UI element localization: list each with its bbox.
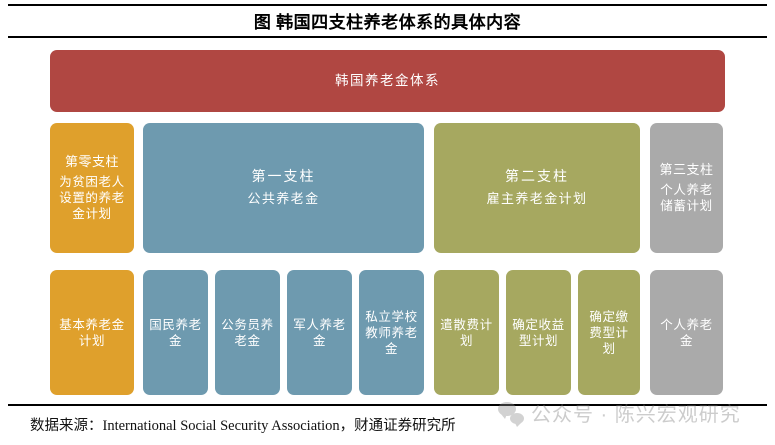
leaf-label: 公务员养老金: [221, 317, 274, 348]
footer-rule: [8, 404, 767, 406]
diagram-leaf-private-school-teacher-pension: 私立学校教师养老金: [359, 270, 424, 395]
leaf-label: 私立学校教师养老金: [365, 309, 418, 356]
diagram-leaf-military-pension: 军人养老金: [287, 270, 352, 395]
root-label: 韩国养老金体系: [335, 73, 440, 89]
diagram-node-pillar-zero: 第零支柱 为贫困老人设置的养老金计划: [50, 123, 134, 253]
diagram-leaf-national-pension: 国民养老金: [143, 270, 208, 395]
leaf-label: 遣散费计划: [440, 317, 493, 348]
leaf-label: 确定缴费型计划: [589, 309, 629, 356]
diagram-leaf-severance-pay-plan: 遣散费计划: [434, 270, 499, 395]
leaf-label: 个人养老金: [660, 317, 713, 348]
diagram-leaf-defined-contribution-plan: 确定缴费型计划: [578, 270, 640, 395]
pension-system-diagram: 韩国养老金体系 第零支柱 为贫困老人设置的养老金计划 第一支柱 公共养老金 第二…: [0, 40, 775, 402]
source-note: 数据来源：International Social Security Assoc…: [30, 418, 456, 434]
page-title: 图 韩国四支柱养老体系的具体内容: [253, 13, 522, 32]
leaf-label: 国民养老金: [149, 317, 202, 348]
pillar-one-title: 第一支柱: [251, 169, 316, 185]
pillar-two-subtitle: 雇主养老金计划: [486, 190, 588, 206]
footer: 数据来源：International Social Security Assoc…: [8, 404, 767, 444]
leaf-label: 确定收益型计划: [512, 317, 565, 348]
diagram-node-root: 韩国养老金体系: [50, 50, 725, 112]
diagram-node-pillar-two: 第二支柱 雇主养老金计划: [434, 123, 640, 253]
title-rule-bottom: [8, 36, 767, 38]
diagram-leaf-civil-servant-pension: 公务员养老金: [215, 270, 280, 395]
pillar-zero-title: 第零支柱: [64, 153, 119, 169]
diagram-leaf-basic-pension-plan: 基本养老金计划: [50, 270, 134, 395]
pillar-zero-subtitle: 为贫困老人设置的养老金计划: [59, 175, 125, 222]
diagram-leaf-personal-pension: 个人养老金: [650, 270, 723, 395]
pillar-one-subtitle: 公共养老金: [247, 190, 320, 206]
title-block: 图 韩国四支柱养老体系的具体内容: [8, 4, 767, 38]
diagram-node-pillar-one: 第一支柱 公共养老金: [143, 123, 424, 253]
title-rule-top: [8, 4, 767, 6]
diagram-node-pillar-three: 第三支柱 个人养老储蓄计划: [650, 123, 723, 253]
pillar-three-title: 第三支柱: [659, 161, 714, 177]
leaf-label: 基本养老金计划: [59, 317, 125, 348]
pillar-two-title: 第二支柱: [505, 169, 569, 185]
pillar-three-subtitle: 个人养老储蓄计划: [660, 183, 713, 214]
diagram-leaf-defined-benefit-plan: 确定收益型计划: [506, 270, 571, 395]
leaf-label: 军人养老金: [293, 317, 346, 348]
